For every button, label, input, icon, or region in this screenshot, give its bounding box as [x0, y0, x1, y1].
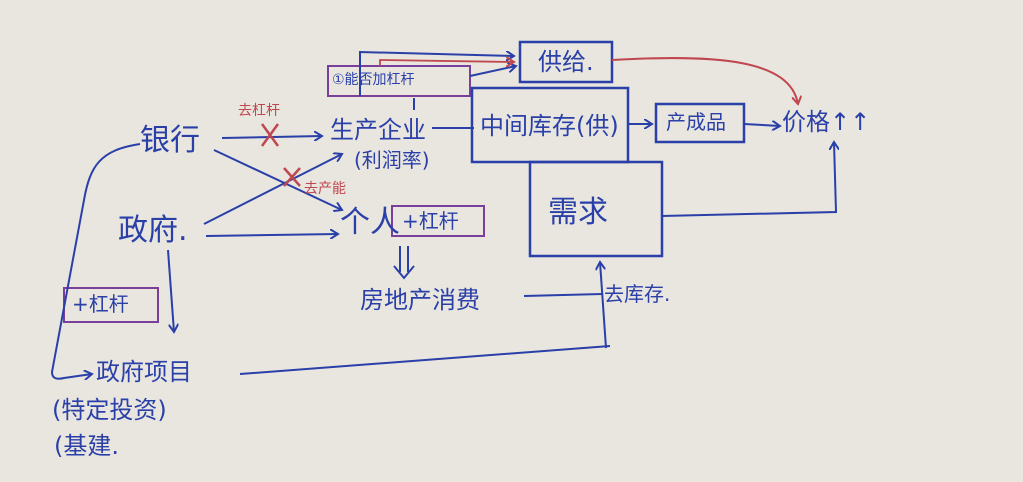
- line-realestate-demand: [523, 293, 603, 297]
- arrow-finished-price: [743, 124, 780, 126]
- gov-projects-note2: (基建.: [54, 432, 119, 460]
- arrow-up-demand: [600, 262, 607, 349]
- deleverage-note: 去杠杆: [238, 103, 280, 119]
- red-arrow-lever-supply: [379, 60, 514, 66]
- demand-label: 需求: [548, 195, 608, 230]
- enterprise-label: 生产企业: [330, 116, 426, 144]
- government-label: 政府.: [118, 213, 188, 248]
- add-leverage-label: ①能否加杠杆: [332, 72, 415, 88]
- de-capacity-note: 去产能: [304, 181, 346, 197]
- gov-projects-label: 政府项目: [96, 358, 192, 386]
- arrow-bank-residents: [213, 149, 342, 210]
- add-leverage-box: [327, 65, 471, 97]
- arrow-bank-govprojects: [50, 143, 141, 379]
- supply-label: 供给.: [538, 48, 594, 76]
- arrow-residents-realestate: [393, 246, 415, 280]
- profit-rate-label: (利润率): [354, 148, 430, 172]
- red-arrow-supply-price: [611, 57, 798, 104]
- finished-goods-label: 产成品: [666, 110, 726, 134]
- red-cross-capacity: [283, 167, 301, 187]
- arrow-enterprise-supply: [359, 52, 514, 110]
- arrow-lever-supply: [469, 66, 516, 77]
- residents-leverage-label: +杠杆: [402, 209, 459, 233]
- arrow-gov-down: [167, 249, 174, 332]
- line-govprojects-demand: [239, 345, 611, 375]
- bank-label: 银行: [140, 123, 200, 158]
- inventory-label: 中间库存(供): [480, 112, 619, 140]
- residents-leverage-box: [391, 205, 485, 237]
- residents-label: 个人: [340, 205, 400, 240]
- arrow-gov-residents: [205, 234, 338, 236]
- de-inventory-note: 去库存.: [604, 282, 671, 306]
- gov-leverage-label: +杠杆: [72, 292, 129, 316]
- price-label: 价格↑↑: [782, 108, 871, 136]
- red-cross-deleverage: [260, 123, 280, 147]
- real-estate-label: 房地产消费: [360, 286, 480, 314]
- demand-box: [528, 160, 664, 258]
- finished-goods-box: [654, 102, 746, 144]
- gov-projects-note1: (特定投资): [52, 396, 167, 424]
- arrow-gov-enterprise: [203, 154, 342, 225]
- arrow-demand-price: [661, 142, 836, 217]
